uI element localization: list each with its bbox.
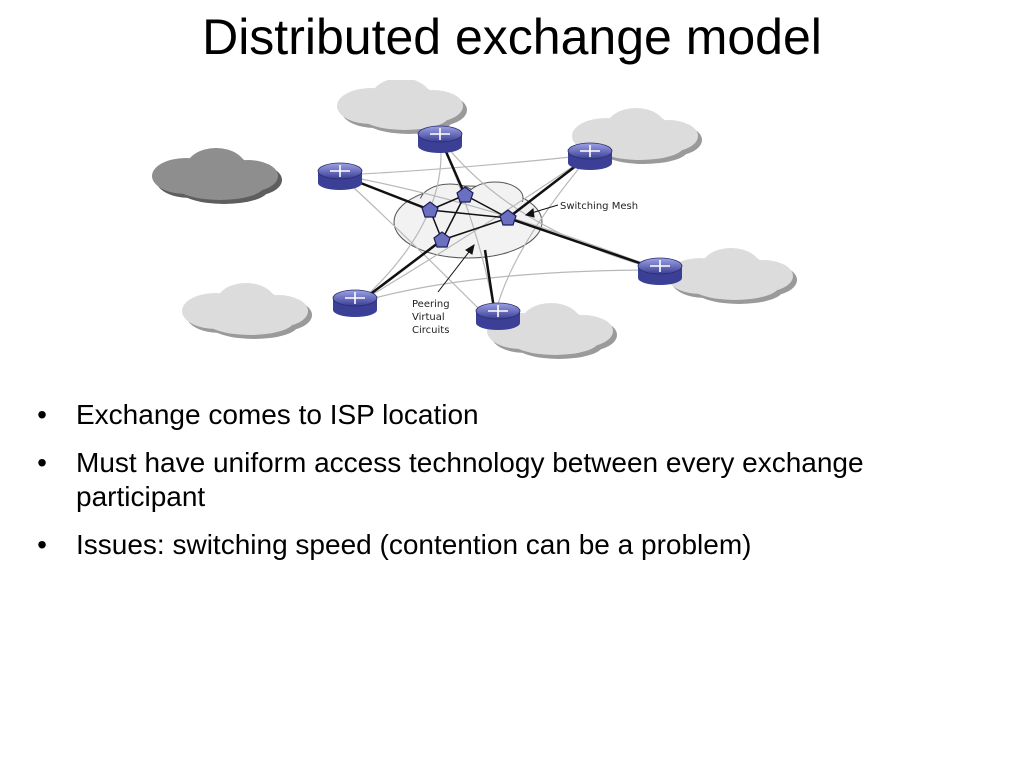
bullet-item: • Must have uniform access technology be… bbox=[32, 446, 962, 514]
router-icon bbox=[475, 302, 521, 330]
peering-label-line3: Circuits bbox=[412, 325, 449, 336]
bullet-dot: • bbox=[37, 447, 47, 478]
mesh-switch-node bbox=[456, 186, 474, 203]
slide-title: Distributed exchange model bbox=[202, 9, 822, 65]
annotation-arrow bbox=[437, 243, 475, 293]
router-icon bbox=[567, 142, 613, 170]
bullet-text: Must have uniform access technology betw… bbox=[76, 447, 864, 512]
router-icon bbox=[332, 289, 378, 317]
router-icon bbox=[417, 125, 463, 153]
peering-label-line2: Virtual bbox=[412, 312, 445, 323]
isp-cloud-right bbox=[667, 248, 797, 304]
bullet-dot: • bbox=[37, 529, 47, 560]
isp-cloud-left-dark bbox=[152, 148, 282, 204]
annotation-arrow bbox=[524, 204, 559, 218]
peering-label-line1: Peering bbox=[412, 299, 450, 310]
bullet-item: • Issues: switching speed (contention ca… bbox=[32, 528, 962, 562]
isp-cloud-bottom-left bbox=[182, 283, 312, 339]
mesh-switch-node bbox=[421, 201, 439, 218]
bullet-text: Exchange comes to ISP location bbox=[76, 399, 479, 430]
bullet-dot: • bbox=[37, 399, 47, 430]
bullet-list: • Exchange comes to ISP location • Must … bbox=[32, 398, 962, 576]
router-icon bbox=[317, 162, 363, 190]
network-diagram: Switching Mesh Peering Virtual Circuits bbox=[152, 80, 797, 359]
mesh-switch-node bbox=[499, 209, 517, 226]
bullet-item: • Exchange comes to ISP location bbox=[32, 398, 962, 432]
isp-cloud-top bbox=[337, 80, 467, 134]
switching-mesh-label: Switching Mesh bbox=[560, 201, 638, 212]
router-icon bbox=[637, 257, 683, 285]
bullet-text: Issues: switching speed (contention can … bbox=[76, 529, 752, 560]
mesh-switch-node bbox=[433, 231, 451, 248]
